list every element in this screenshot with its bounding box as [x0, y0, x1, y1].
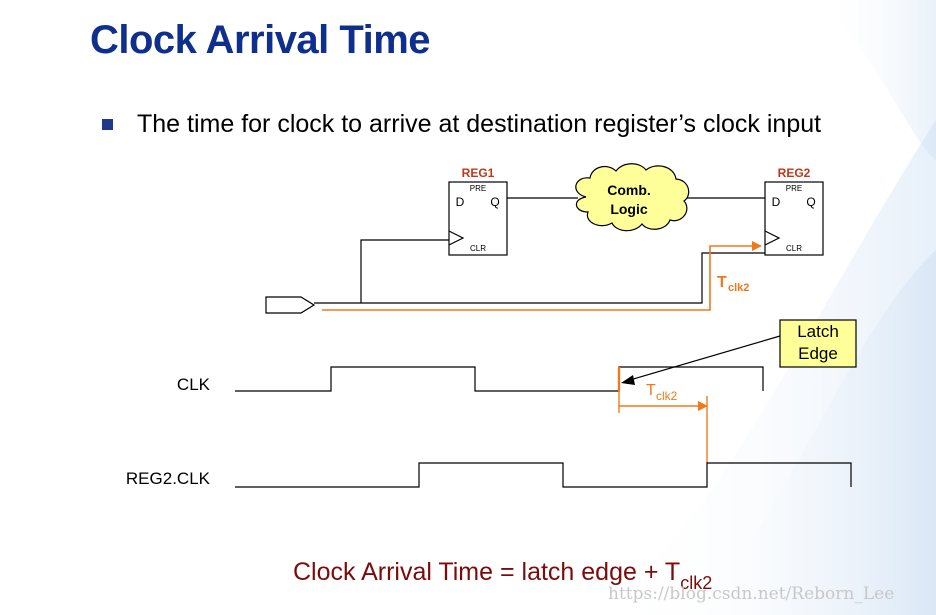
clock-input-port-icon	[265, 296, 316, 314]
tclk2-path-arrowhead	[752, 241, 762, 251]
tclk2-path-label-main: T	[717, 274, 727, 291]
clk-waveform	[235, 366, 764, 392]
slide-title: Clock Arrival Time	[90, 18, 431, 62]
reg2: REG2 PRE D Q CLR	[764, 166, 824, 256]
latch-edge-arrowhead	[621, 375, 635, 385]
bullet-text: The time for clock to arrive at destinat…	[137, 110, 822, 138]
formula-main: Clock Arrival Time = latch edge + T	[293, 558, 681, 586]
reg2-clk-signal-label: REG2.CLK	[126, 469, 211, 488]
clk-signal-label: CLK	[177, 375, 211, 394]
reg2-clr-label: CLR	[786, 244, 802, 253]
latch-edge-line1: Latch	[797, 322, 839, 341]
reg2-pre-label: PRE	[786, 184, 802, 193]
comb-logic-line1: Comb.	[607, 182, 651, 198]
reg1: REG1 PRE D Q CLR	[448, 166, 508, 256]
latch-edge-pointer	[629, 335, 781, 381]
comb-logic-line2: Logic	[610, 201, 648, 217]
tclk2-timing-label-sub: clk2	[656, 389, 678, 403]
reg2-box	[764, 181, 824, 256]
reg1-name: REG1	[462, 166, 495, 180]
reg2-q-label: Q	[806, 195, 815, 209]
tclk2-timing-label-main: T	[646, 382, 656, 399]
latch-edge-line2: Edge	[798, 344, 838, 363]
bullet-point: The time for clock to arrive at destinat…	[102, 110, 821, 139]
reg2-clk-waveform	[235, 462, 852, 488]
tclk2-path-label-sub: clk2	[728, 282, 749, 294]
bullet-square-icon	[102, 119, 113, 130]
clock-wire-to-reg1	[360, 239, 449, 303]
reg1-clock-triangle	[448, 230, 465, 246]
tclk2-path-line	[322, 245, 754, 311]
formula-subscript: clk2	[680, 573, 713, 593]
reg1-q-label: Q	[490, 195, 499, 209]
tclk2-timing-arrowhead	[698, 401, 708, 411]
reg1-clr-label: CLR	[470, 244, 486, 253]
reg2-clock-triangle	[764, 230, 781, 246]
clock-wire-to-reg2	[314, 252, 765, 304]
reg2-name: REG2	[778, 166, 811, 180]
watermark: https://blog.csdn.net/Reborn_Lee	[608, 584, 895, 604]
cloud-shape	[575, 163, 690, 232]
reg2-d-label: D	[772, 195, 781, 209]
reg1-box	[448, 181, 508, 256]
latch-edge-callout	[779, 319, 857, 368]
reg1-pre-label: PRE	[470, 184, 486, 193]
reg1-d-label: D	[456, 195, 465, 209]
comb-logic-cloud: Comb. Logic	[575, 163, 690, 232]
formula: Clock Arrival Time = latch edge + Tclk2	[293, 558, 712, 593]
